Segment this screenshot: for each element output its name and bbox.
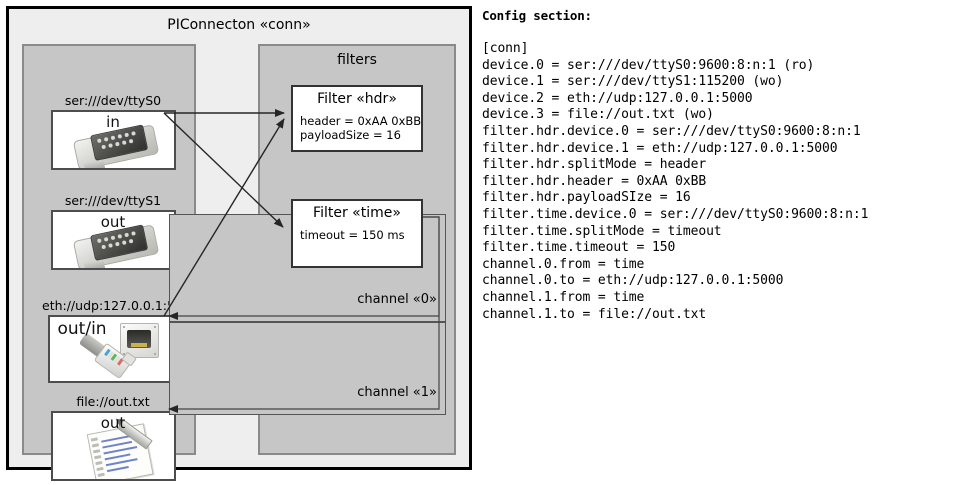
device-box-ttys1[interactable]: out	[50, 210, 176, 270]
config-line: filter.time.splitMode = timeout	[482, 223, 722, 239]
arrow-channel-0	[168, 216, 440, 320]
device-role-file: out	[100, 414, 126, 432]
device-card-ttys1[interactable]: ser:///dev/ttyS1 out	[48, 193, 178, 270]
config-section: Config section: [conn]device.0 = ser:///…	[482, 8, 960, 323]
config-line: [conn]	[482, 41, 529, 56]
filter-time-title: Filter «time»	[313, 205, 401, 221]
config-line: channel.0.from = time	[482, 256, 645, 272]
filter-hdr-prop-header: header = 0xAA 0xBB	[300, 114, 422, 128]
device-label-ttys0: ser:///dev/ttyS0	[64, 93, 162, 108]
config-line: filter.time.device.0 = ser:///dev/ttyS0:…	[482, 206, 869, 222]
device-card-file[interactable]: file://out.txt out	[48, 394, 178, 481]
device-label-ttys1: ser:///dev/ttyS1	[64, 193, 162, 208]
config-line: filter.hdr.device.1 = eth://udp:127.0.0.…	[482, 140, 838, 156]
device-role-eth: out/in	[57, 319, 107, 339]
config-line: device.0 = ser:///dev/ttyS0:9600:8:n:1 (…	[482, 57, 815, 73]
device-box-file[interactable]: out	[50, 411, 176, 481]
config-body: [conn]device.0 = ser:///dev/ttyS0:9600:8…	[482, 41, 960, 323]
filter-card-time[interactable]: Filter «time» timeout = 150 ms	[291, 199, 423, 268]
channel-1-box-overlay: channel «1»	[169, 322, 446, 415]
config-line: filter.hdr.header = 0xAA 0xBB	[482, 173, 707, 189]
device-card-eth[interactable]: eth://udp:127.0.0.1:5000 out/in	[42, 298, 199, 383]
device-label-file: file://out.txt	[76, 394, 150, 409]
filter-hdr-prop-payload: payloadSize = 16	[300, 128, 401, 142]
config-line: filter.time.timeout = 150	[482, 240, 676, 256]
filter-time-props: timeout = 150 ms	[300, 228, 421, 242]
device-role-ttys1: out	[100, 213, 126, 231]
connection-component-frame: PIConnecton «conn» ser:///dev/ttyS0 in	[6, 6, 472, 481]
component-title: PIConnecton «conn»	[167, 17, 311, 33]
config-line: filter.hdr.device.0 = ser:///dev/ttyS0:9…	[482, 123, 861, 139]
device-box-eth[interactable]: out/in	[47, 315, 179, 383]
arrow-channel-1	[168, 216, 440, 413]
config-line: channel.0.to = eth://udp:127.0.0.1:5000	[482, 273, 784, 289]
filter-hdr-props: header = 0xAA 0xBB payloadSize = 16	[300, 114, 421, 142]
connector-arrows	[163, 109, 440, 413]
config-heading: Config section:	[482, 8, 592, 23]
channel-0-label-overlay: channel «0»	[357, 292, 437, 307]
device-box-ttys0[interactable]: in	[50, 110, 176, 170]
config-line: device.3 = file://out.txt (wo)	[482, 107, 714, 123]
filters-group-title: filters	[337, 52, 377, 68]
config-line: filter.hdr.payloadSIze = 16	[482, 190, 691, 206]
config-line: channel.1.from = time	[482, 289, 645, 305]
device-card-ttys0[interactable]: ser:///dev/ttyS0 in	[48, 93, 178, 170]
ethernet-jack-icon	[119, 323, 159, 358]
config-line: channel.1.to = file://out.txt	[482, 306, 707, 322]
config-line: device.1 = ser:///dev/ttyS1:115200 (wo)	[482, 74, 784, 90]
device-role-ttys0: in	[106, 113, 120, 131]
config-line: filter.hdr.splitMode = header	[482, 157, 707, 173]
filter-hdr-title: Filter «hdr»	[317, 91, 397, 107]
config-line: device.2 = eth://udp:127.0.0.1:5000	[482, 90, 753, 106]
filter-time-prop-timeout: timeout = 150 ms	[300, 228, 405, 242]
arrow-eth-to-hdr	[163, 118, 285, 317]
channel-1-label-overlay: channel «1»	[357, 385, 437, 400]
filter-card-hdr[interactable]: Filter «hdr» header = 0xAA 0xBB payloadS…	[291, 85, 423, 152]
arrow-ttys0-to-time	[163, 112, 284, 228]
device-label-eth: eth://udp:127.0.0.1:5000	[42, 298, 199, 313]
